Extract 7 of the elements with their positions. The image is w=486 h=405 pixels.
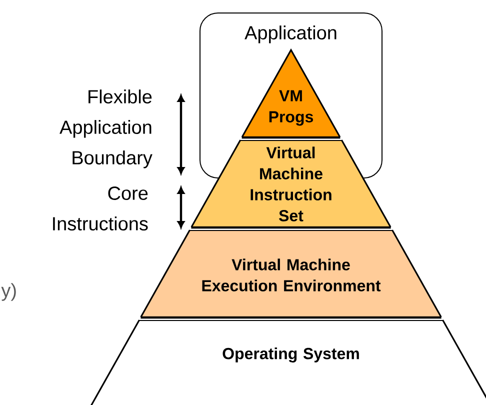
side-label: Core Instructions	[53, 186, 148, 230]
pyramid-layer: VM Progs	[241, 48, 341, 138]
side-label: Flexible Application Boundary	[60, 90, 152, 168]
pyramid-layer: Operating System	[76, 319, 486, 405]
pyramid-layer: Virtual Machine Execution Environment	[140, 229, 442, 318]
pyramid-layer: Virtual Machine Instruction Set	[190, 139, 392, 228]
cut-off-text: y)	[1, 283, 16, 301]
